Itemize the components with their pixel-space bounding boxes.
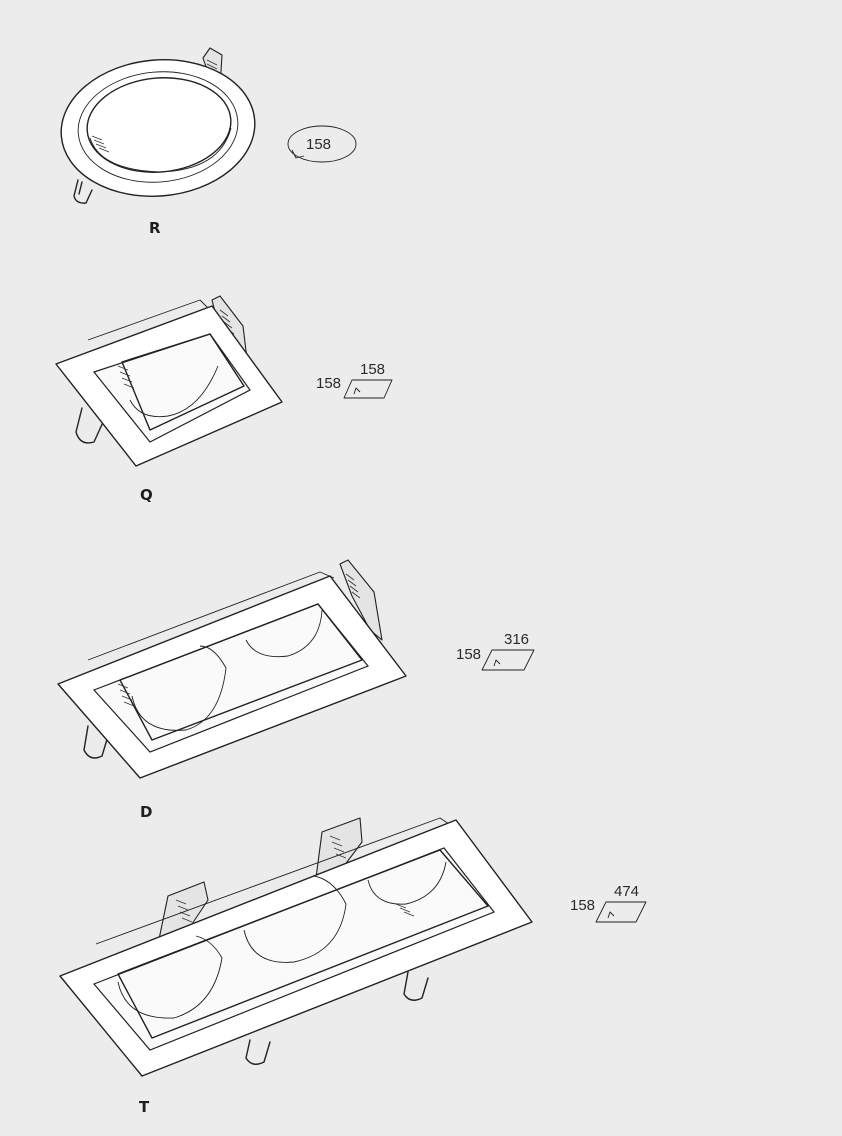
variant-t-dimension-symbol: 158 474 [570, 883, 647, 923]
variant-t-label: T [139, 1098, 150, 1116]
dimension-t-length: 474 [614, 883, 639, 900]
variant-q-drawing [55, 295, 283, 467]
dimension-r-diameter: 158 [306, 136, 331, 153]
dimension-q-length: 158 [360, 361, 385, 378]
variant-r-label: R [149, 219, 161, 237]
variant-d-label: D [140, 803, 153, 821]
variant-r-drawing [60, 47, 256, 204]
variant-t-drawing [59, 817, 533, 1077]
dimension-d-width: 158 [456, 646, 481, 663]
variant-d-dimension-symbol: 158 316 [456, 631, 535, 671]
variant-d-drawing [57, 559, 407, 779]
dimension-t-width: 158 [570, 897, 595, 914]
dimension-q-width: 158 [316, 375, 341, 392]
dimension-d-length: 316 [504, 631, 529, 648]
variant-q-dimension-symbol: 158 158 [316, 361, 393, 399]
variant-r-dimension-symbol: 158 [287, 125, 357, 163]
variant-q-label: Q [140, 486, 153, 504]
